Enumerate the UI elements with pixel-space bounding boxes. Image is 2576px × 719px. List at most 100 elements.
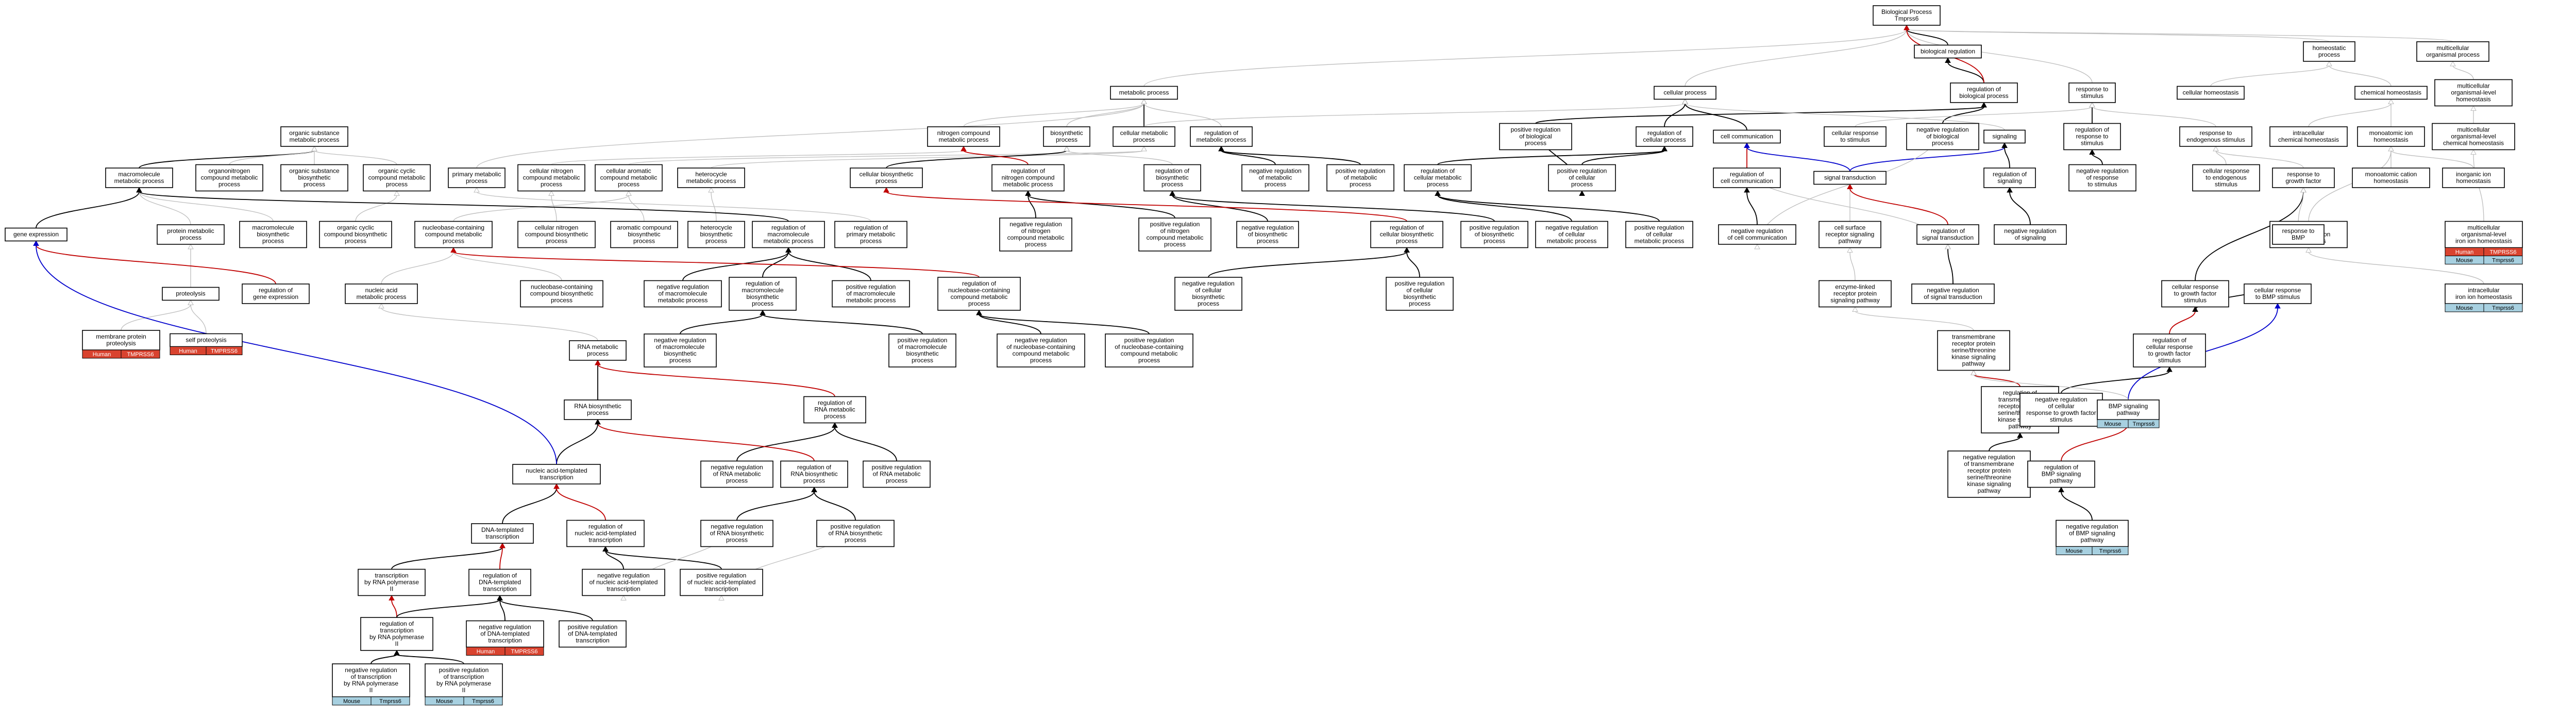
term-node-proteolysis[interactable]: proteolysis <box>162 287 220 301</box>
term-node-chemhomeo[interactable]: chemical homeostasis <box>2354 86 2428 100</box>
term-node-cellcomm[interactable]: cell communication <box>1713 129 1781 144</box>
term-node-metproc[interactable]: metabolic process <box>1110 86 1178 100</box>
term-node-geneexp[interactable]: gene expression <box>5 227 68 242</box>
term-node-bioreg[interactable]: biological regulation <box>1914 44 1982 59</box>
term-node-cellproc[interactable]: cellular process <box>1654 86 1716 100</box>
term-node-sigtrans[interactable]: signal transduction <box>1813 171 1887 185</box>
term-node-regmacrobio[interactable]: regulation ofmacromoleculebiosyntheticpr… <box>729 277 797 311</box>
term-node-signaling[interactable]: signaling <box>1983 129 2026 144</box>
